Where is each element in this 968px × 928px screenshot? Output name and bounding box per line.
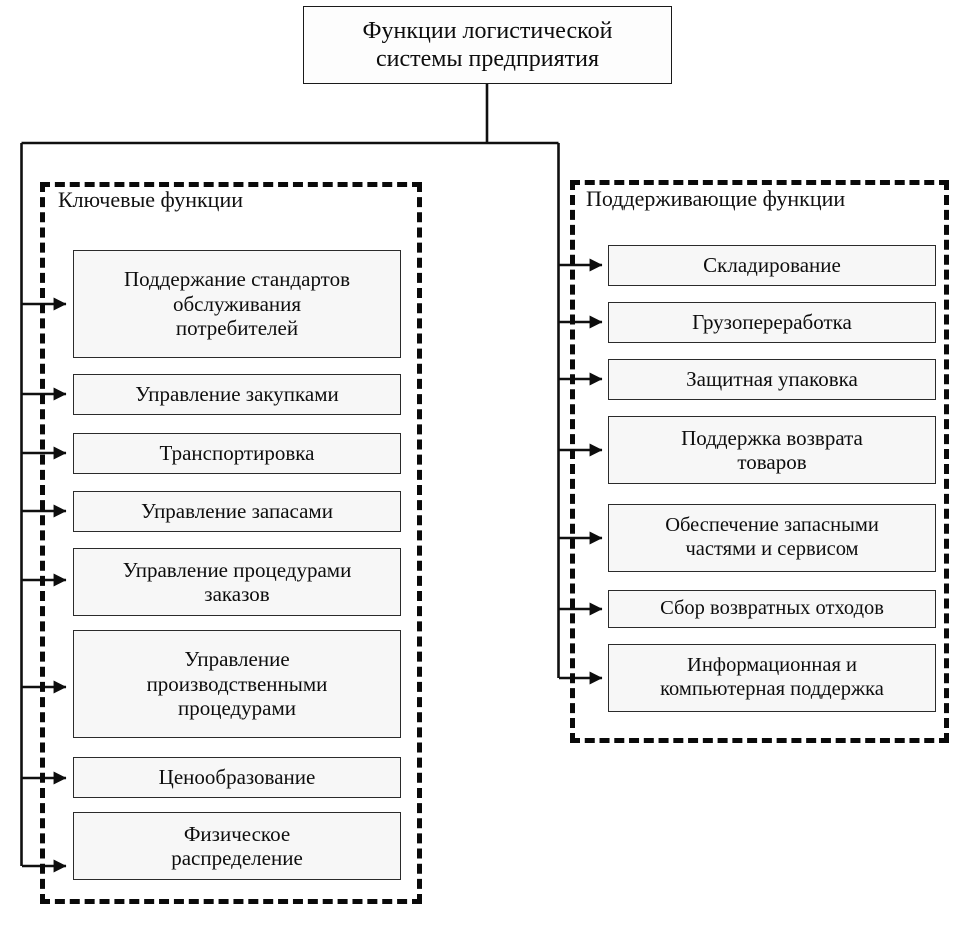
fn-line: процедурами (177, 696, 297, 721)
fn-line: Поддержка возврата (681, 425, 863, 450)
function-box-protective-packaging[interactable]: Защитная упаковка (608, 359, 936, 400)
function-box-pricing[interactable]: Ценообразование (73, 757, 401, 798)
fn-line: Управление закупками (135, 382, 339, 407)
fn-line: распределение (171, 846, 303, 870)
fn-line: обслуживания (172, 291, 302, 316)
fn-line: Информационная и (687, 654, 857, 677)
fn-line: Грузопереработка (692, 310, 852, 335)
page-title: Функции логистической системы предприяти… (303, 6, 672, 84)
fn-line: потребителей (175, 316, 299, 341)
fn-line: Обеспечение запасными (665, 514, 879, 537)
function-box-waste-collection[interactable]: Сбор возвратных отходов (608, 590, 936, 628)
function-box-inventory-management[interactable]: Управление запасами (73, 491, 401, 532)
fn-line: Управление процедурами (122, 557, 352, 582)
page-title-line2: системы предприятия (375, 46, 600, 72)
fn-line: Управление (184, 647, 290, 672)
fn-line: Транспортировка (159, 441, 315, 466)
fn-line: Поддержание стандартов (124, 267, 350, 292)
function-box-order-procedures[interactable]: Управление процедурами заказов (73, 548, 401, 616)
function-box-it-support[interactable]: Информационная и компьютерная поддержка (608, 644, 936, 712)
function-box-procurement-management[interactable]: Управление закупками (73, 374, 401, 415)
fn-line: Ценообразование (158, 765, 316, 790)
group-key-functions (40, 182, 422, 904)
function-box-spare-parts-service[interactable]: Обеспечение запасными частями и сервисом (608, 504, 936, 572)
group-supporting-functions (570, 180, 949, 743)
fn-line: Сбор возвратных отходов (660, 597, 884, 620)
fn-line: Физическое (183, 821, 291, 846)
function-box-support-standards[interactable]: Поддержание стандартов обслуживания потр… (73, 250, 401, 358)
function-box-warehousing[interactable]: Складирование (608, 245, 936, 286)
fn-line: Защитная упаковка (686, 367, 858, 392)
fn-line: Складирование (703, 253, 841, 278)
function-box-transportation[interactable]: Транспортировка (73, 433, 401, 474)
fn-line: частями и сервисом (685, 538, 859, 560)
function-box-production-procedures[interactable]: Управление производственными процедурами (73, 630, 401, 738)
page-title-line1: Функции логистической (362, 17, 613, 44)
function-box-physical-distribution[interactable]: Физическое распределение (73, 812, 401, 880)
function-box-returns-support[interactable]: Поддержка возврата товаров (608, 416, 936, 484)
group-supporting-functions-label: Поддерживающие функции (586, 186, 846, 211)
fn-line: Управление запасами (141, 499, 333, 524)
fn-line: компьютерная поддержка (660, 678, 884, 700)
group-key-functions-label: Ключевые функции (58, 187, 244, 212)
function-box-cargo-handling[interactable]: Грузопереработка (608, 302, 936, 343)
fn-line: производственными (146, 671, 328, 696)
fn-line: заказов (204, 582, 270, 606)
fn-line: товаров (737, 450, 807, 474)
